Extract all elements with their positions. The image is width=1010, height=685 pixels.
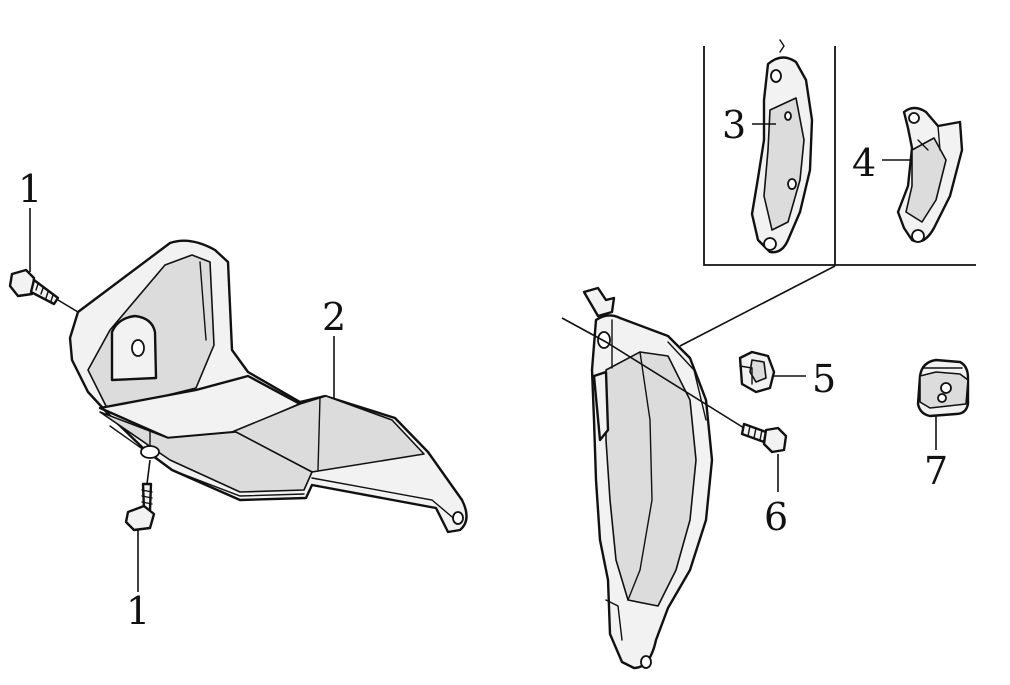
callout-1-top: 1 — [18, 167, 42, 211]
callout-3: 3 — [722, 103, 746, 147]
clip-nut-5 — [738, 350, 806, 394]
callout-4: 4 — [852, 141, 876, 185]
inset-bracket-4 — [896, 106, 964, 243]
screw-top-left — [8, 268, 79, 313]
inset-bracket-3 — [750, 39, 814, 254]
bolt-6 — [740, 422, 788, 492]
callout-6: 6 — [764, 495, 788, 539]
callout-7: 7 — [924, 449, 948, 493]
left-under-guard — [68, 239, 468, 534]
callout-1-bottom: 1 — [126, 589, 150, 633]
right-side-guard — [582, 286, 714, 670]
callout-2: 2 — [322, 295, 346, 339]
screw-bottom-left — [124, 459, 156, 532]
inset-frame — [679, 46, 976, 347]
guard-axis-line — [561, 317, 745, 429]
callout-5: 5 — [812, 357, 836, 401]
clip-7 — [916, 358, 970, 450]
